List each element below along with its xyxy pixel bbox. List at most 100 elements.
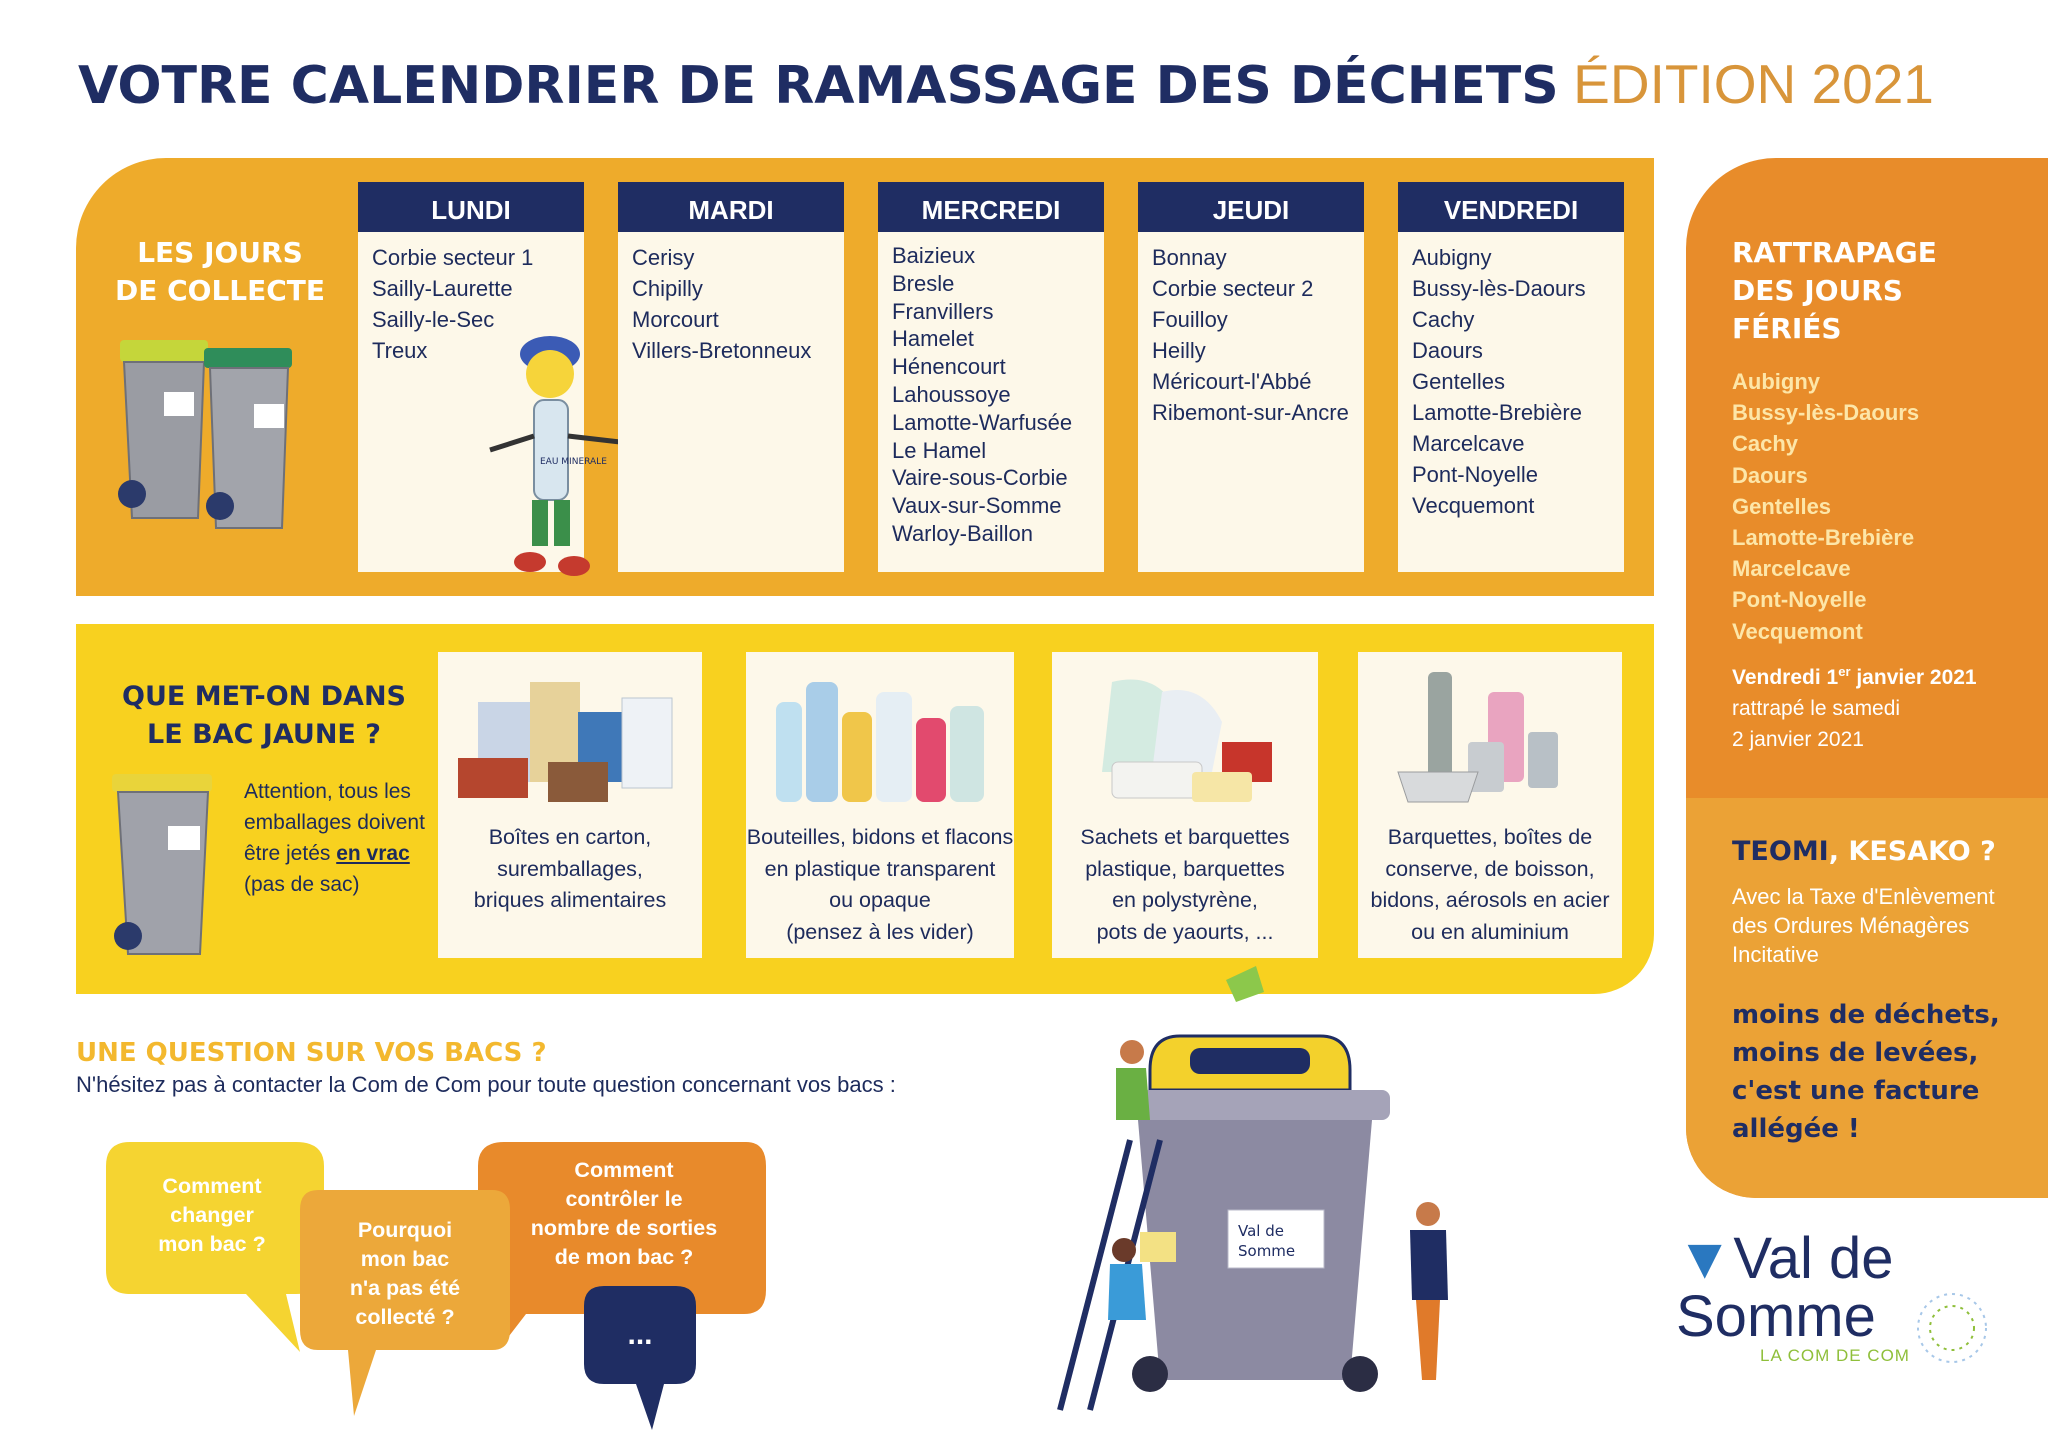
bubble-change-bin: Comment changer mon bac ? xyxy=(112,1172,312,1259)
teomi-slogan: moins de déchets, moins de levées, c'est… xyxy=(1732,996,2042,1148)
bubble-line: de mon bac ? xyxy=(554,1245,694,1269)
town-item: Vaire-sous-Corbie xyxy=(892,465,1068,491)
bubble-line: mon bac ? xyxy=(158,1232,266,1256)
logo-line-2: Somme xyxy=(1676,1284,1876,1349)
bubble-control-outings: Comment contrôler le nombre de sorties d… xyxy=(500,1156,748,1272)
day-header: MARDI xyxy=(618,182,844,232)
teomi-slogan-line: moins de déchets, xyxy=(1732,1000,2000,1030)
cartons-illustration xyxy=(458,682,673,802)
yellow-bin-icon xyxy=(112,774,212,955)
waste-caption-line: plastique, barquettes xyxy=(1085,856,1285,881)
holiday-town-item: Pont-Noyelle xyxy=(1732,587,1867,613)
waste-caption-line: ou opaque xyxy=(829,888,931,912)
teomi-slogan-line: allégée ! xyxy=(1732,1114,1860,1144)
holiday-town-item: Vecquemont xyxy=(1732,618,1863,644)
day-column-mercredi: MERCREDI Baizieux Bresle Franvillers Ham… xyxy=(878,182,1104,572)
town-item: Cerisy xyxy=(632,245,695,270)
speech-bubbles xyxy=(106,1142,766,1430)
holidays-town-list: Aubigny Bussy-lès-Daours Cachy Daours Ge… xyxy=(1732,366,1919,647)
day-header: JEUDI xyxy=(1138,182,1364,232)
town-item: Pont-Noyelle xyxy=(1412,462,1538,487)
bubble-ellipsis: ... xyxy=(584,1318,696,1351)
town-item: Franvillers xyxy=(892,298,994,324)
teomi-title: TEOMI, KESAKO ? xyxy=(1732,836,1996,867)
holidays-title-line: RATTRAPAGE xyxy=(1732,236,1937,269)
town-item: Bresle xyxy=(892,270,955,296)
grey-bins-illustration xyxy=(118,340,292,529)
town-item: Lamotte-Brebière xyxy=(1412,400,1582,425)
holidays-title-line: DES JOURS xyxy=(1732,274,1903,307)
town-item: Gentelles xyxy=(1412,369,1505,394)
town-item: Le Hamel xyxy=(892,437,987,463)
holiday-note-line: 2 janvier 2021 xyxy=(1732,728,1864,751)
town-item: Bonnay xyxy=(1152,245,1227,270)
teomi-text: Avec la Taxe d'Enlèvement des Ordures Mé… xyxy=(1732,884,1995,967)
logo-line-1: Val de xyxy=(1733,1226,1894,1291)
town-item: Corbie secteur 1 xyxy=(372,245,534,270)
bubble-line: contrôler le xyxy=(565,1187,683,1211)
teomi-slogan-line: c'est une facture xyxy=(1732,1076,1980,1106)
cans-illustration xyxy=(1397,672,1558,803)
logo-v-mark: ▼ xyxy=(1676,1226,1734,1291)
bubble-line: Comment xyxy=(162,1174,262,1198)
bubble-line: nombre de sorties xyxy=(530,1216,718,1240)
holiday-town-item: Bussy-lès-Daours xyxy=(1732,400,1920,426)
town-item: Aubigny xyxy=(1412,245,1492,270)
waste-item-bottles: Bouteilles, bidons et flacons en plastiq… xyxy=(746,652,1014,958)
town-list: Baizieux Bresle Franvillers Hamelet Héne… xyxy=(878,232,1104,548)
bags-illustration xyxy=(1102,679,1272,802)
town-item: Sailly-le-Sec xyxy=(372,307,495,332)
val-de-somme-logo: ▼Val de Somme LA COM DE COM xyxy=(1676,1230,1910,1366)
town-item: Villers-Bretonneux xyxy=(632,338,812,363)
waste-caption-line: Barquettes, boîtes de xyxy=(1387,825,1593,849)
bubble-line: Pourquoi xyxy=(357,1218,453,1242)
holiday-town-item: Marcelcave xyxy=(1732,556,1851,582)
holiday-note-sup: er xyxy=(1838,664,1851,679)
day-header: LUNDI xyxy=(358,182,584,232)
mascot-label: EAU MINERALE xyxy=(540,457,607,467)
yellow-bin-note: Attention, tous les emballages doivent ê… xyxy=(244,776,434,900)
holiday-note-date-end: janvier 2021 xyxy=(1850,666,1977,689)
town-item: Fouilloy xyxy=(1152,307,1228,332)
yellow-note-text: Attention, tous les emballages doivent ê… xyxy=(244,780,425,865)
big-bin-illustration: Val de Somme xyxy=(1057,966,1448,1411)
town-item: Morcourt xyxy=(632,307,719,332)
town-item: Sailly-Laurette xyxy=(372,276,513,301)
town-item: Corbie secteur 2 xyxy=(1152,276,1314,301)
holiday-town-item: Cachy xyxy=(1732,431,1799,457)
yellow-bin-title-line: QUE MET-ON DANS xyxy=(122,681,406,712)
page-title: VOTRE CALENDRIER DE RAMASSAGE DES DÉCHET… xyxy=(78,52,1934,116)
town-item: Marcelcave xyxy=(1412,431,1525,456)
town-list: Aubigny Bussy-lès-Daours Cachy Daours Ge… xyxy=(1398,232,1624,521)
town-item: Lamotte-Warfusée xyxy=(892,409,1073,435)
waste-item-cans: Barquettes, boîtes de conserve, de boiss… xyxy=(1358,652,1622,958)
town-item: Cachy xyxy=(1412,307,1475,332)
town-item: Vecquemont xyxy=(1412,493,1535,518)
waste-caption: Boîtes en carton, suremballages, briques… xyxy=(438,822,702,917)
bin-icon xyxy=(118,340,208,519)
holiday-note-date: Vendredi 1 xyxy=(1732,666,1839,689)
bin-label-line: Somme xyxy=(1238,1242,1295,1260)
yellow-bin-title-line: LE BAC JAUNE ? xyxy=(147,719,381,750)
teomi-panel xyxy=(1686,798,2048,1198)
waste-caption-line: ou en aluminium xyxy=(1411,919,1569,944)
title-edition: ÉDITION 2021 xyxy=(1573,53,1934,115)
bubble-not-collected: Pourquoi mon bac n'a pas été collecté ? xyxy=(302,1216,508,1332)
day-column-jeudi: JEUDI Bonnay Corbie secteur 2 Fouilloy H… xyxy=(1138,182,1364,572)
waste-caption: Bouteilles, bidons et flacons en plastiq… xyxy=(746,822,1014,948)
bubble-line: n'a pas été xyxy=(349,1276,461,1300)
town-list: Corbie secteur 1 Sailly-Laurette Sailly-… xyxy=(358,232,584,366)
town-item: Hamelet xyxy=(892,326,974,352)
bottle-mascot-illustration: EAU MINERALE xyxy=(489,336,621,576)
logo-line: ▼Val de xyxy=(1676,1230,1910,1288)
waste-caption-line: pots de yaourts, ... xyxy=(1096,919,1274,944)
bubble-line: changer xyxy=(170,1203,254,1227)
town-item: Baizieux xyxy=(892,243,976,268)
yellow-bin-title: QUE MET-ON DANS LE BAC JAUNE ? xyxy=(104,678,424,754)
yellow-note-emph: en vrac xyxy=(336,842,410,865)
bubble-line: mon bac xyxy=(360,1247,450,1271)
town-list: Cerisy Chipilly Morcourt Villers-Bretonn… xyxy=(618,232,844,366)
waste-caption: Barquettes, boîtes de conserve, de boiss… xyxy=(1358,822,1622,948)
collection-title: LES JOURS DE COLLECTE xyxy=(100,234,340,310)
ellipsis-icon: ... xyxy=(627,1318,653,1351)
